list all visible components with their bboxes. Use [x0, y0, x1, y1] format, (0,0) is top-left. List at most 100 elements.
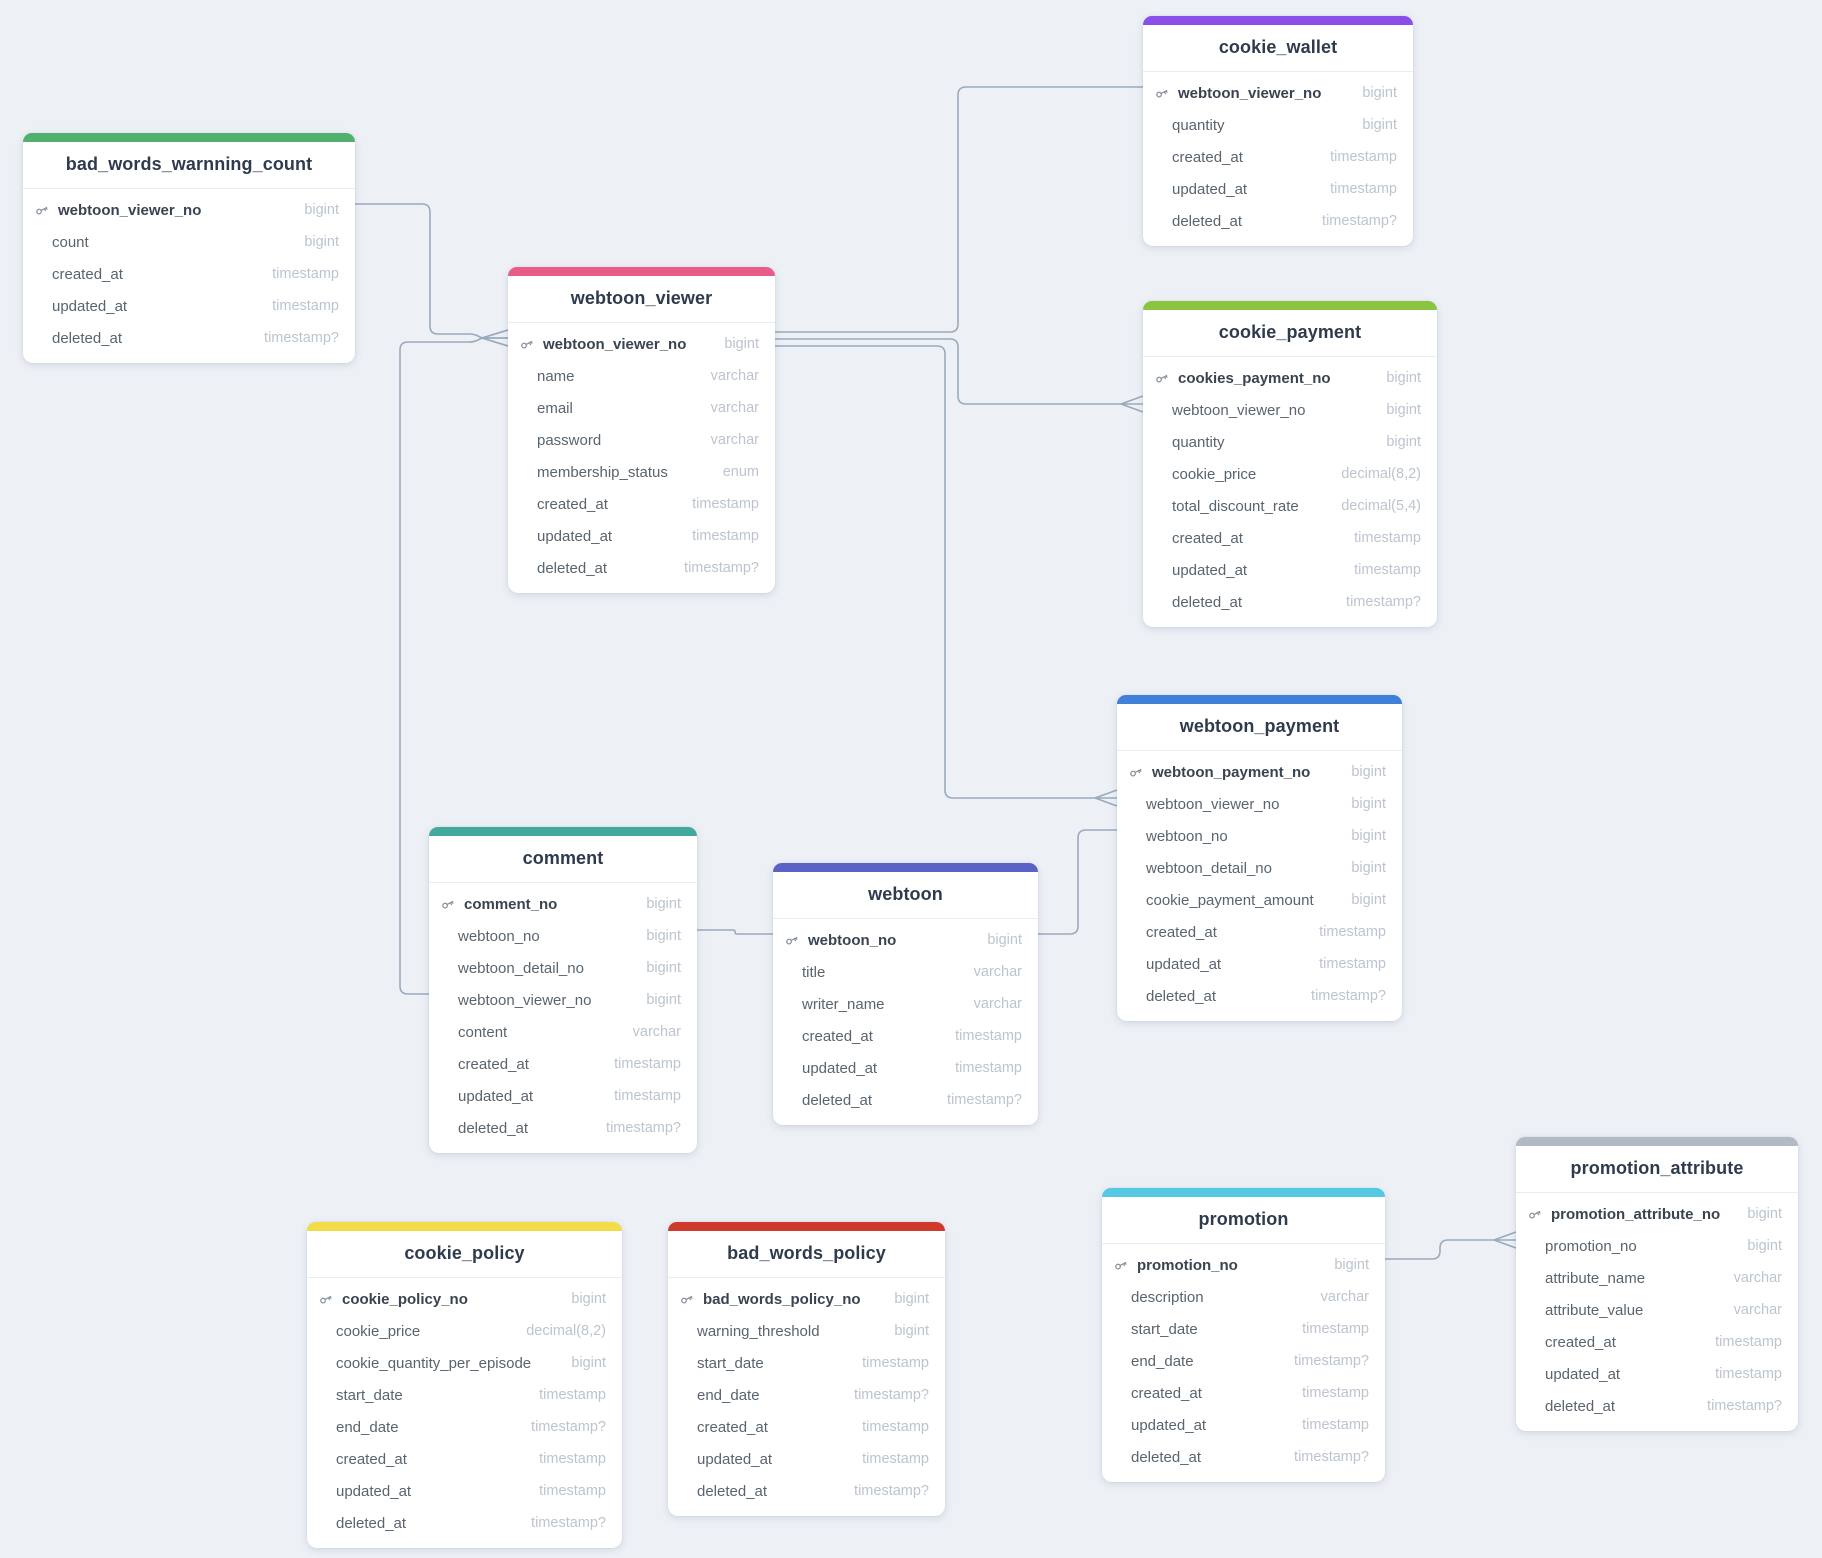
table-title-webtoon: webtoon [773, 872, 1038, 919]
field-row-deleted_at: deleted_at timestamp? [773, 1084, 1038, 1116]
field-row-updated_at: updated_at timestamp [773, 1052, 1038, 1084]
field-name: updated_at [458, 1087, 534, 1105]
field-type: bigint [1747, 1238, 1782, 1254]
table-color-bar [307, 1222, 622, 1231]
field-type: varchar [632, 1024, 681, 1040]
field-type: bigint [724, 336, 759, 352]
field-name: webtoon_payment_no [1152, 763, 1311, 781]
field-type: bigint [894, 1291, 929, 1307]
table-color-bar [773, 863, 1038, 872]
field-type: timestamp [1302, 1321, 1369, 1337]
field-type: timestamp [1319, 956, 1386, 972]
field-name: promotion_no [1137, 1256, 1238, 1274]
field-name: deleted_at [1146, 987, 1217, 1005]
field-type: bigint [646, 992, 681, 1008]
field-name: deleted_at [1172, 593, 1243, 611]
field-type: timestamp? [606, 1120, 681, 1136]
field-name: webtoon_no [808, 931, 897, 949]
field-name: created_at [1172, 148, 1243, 166]
field-type: timestamp [1330, 181, 1397, 197]
field-name: title [802, 963, 826, 981]
field-type: timestamp [1715, 1334, 1782, 1350]
table-title-promotion_attribute: promotion_attribute [1516, 1146, 1798, 1193]
field-name: updated_at [697, 1450, 773, 1468]
field-name: webtoon_viewer_no [1178, 84, 1322, 102]
field-name: deleted_at [697, 1482, 768, 1500]
field-name: updated_at [802, 1059, 878, 1077]
field-type: timestamp [862, 1419, 929, 1435]
field-name: created_at [537, 495, 608, 513]
field-name: webtoon_viewer_no [543, 335, 687, 353]
field-type: timestamp [539, 1387, 606, 1403]
field-type: timestamp [862, 1355, 929, 1371]
table-color-bar [429, 827, 697, 836]
field-type: bigint [1351, 860, 1386, 876]
field-type: decimal(5,4) [1341, 498, 1421, 514]
field-row-created_at: created_at timestamp [1516, 1326, 1798, 1358]
field-name: start_date [1131, 1320, 1198, 1338]
field-name: webtoon_detail_no [458, 959, 584, 977]
crows-foot-many-marker [1493, 1231, 1517, 1249]
field-name: deleted_at [802, 1091, 873, 1109]
field-type: timestamp [272, 266, 339, 282]
field-type: timestamp? [947, 1092, 1022, 1108]
field-name: webtoon_viewer_no [58, 201, 202, 219]
field-name: created_at [1545, 1333, 1616, 1351]
field-type: timestamp [955, 1060, 1022, 1076]
primary-key-icon [1528, 1207, 1542, 1221]
field-name: deleted_at [537, 559, 608, 577]
field-type: timestamp? [531, 1419, 606, 1435]
field-type: bigint [1351, 892, 1386, 908]
field-type: timestamp [614, 1088, 681, 1104]
field-type: timestamp? [264, 330, 339, 346]
field-name: cookie_payment_amount [1146, 891, 1314, 909]
field-type: timestamp? [854, 1387, 929, 1403]
field-name: created_at [1131, 1384, 1202, 1402]
field-name: updated_at [336, 1482, 412, 1500]
field-type: timestamp [692, 528, 759, 544]
table-title-cookie_wallet: cookie_wallet [1143, 25, 1413, 72]
field-type: bigint [1351, 828, 1386, 844]
field-name: name [537, 367, 575, 385]
field-type: timestamp [1302, 1385, 1369, 1401]
